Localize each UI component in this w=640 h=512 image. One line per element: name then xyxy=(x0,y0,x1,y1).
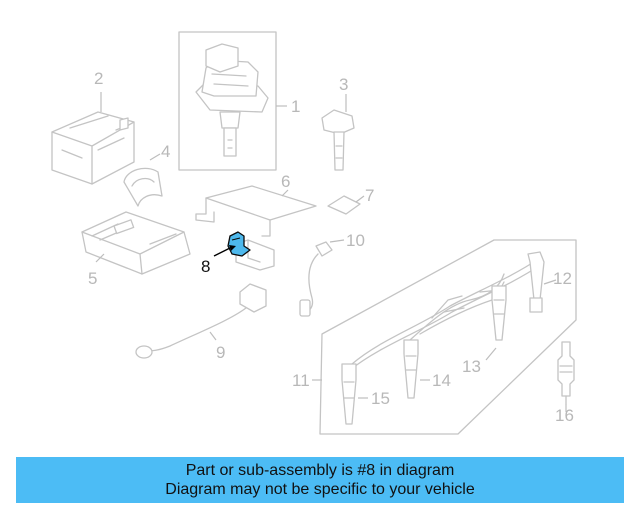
part-11-ignition-wire-set[interactable] xyxy=(319,239,577,435)
callout-13: 13 xyxy=(462,357,481,376)
callout-2: 2 xyxy=(94,69,103,88)
callout-9: 9 xyxy=(216,343,225,362)
part-6-mounting-bracket[interactable] xyxy=(195,185,317,271)
part-16-spark-plug[interactable] xyxy=(557,341,575,405)
parts-diagram: 1 2 3 4 5 6 7 xyxy=(51,31,577,435)
part-4-bracket[interactable] xyxy=(123,167,163,207)
part-10-sensor[interactable] xyxy=(299,241,333,317)
part-1-ignition-coil-assembly[interactable] xyxy=(178,31,277,171)
callout-6: 6 xyxy=(281,172,290,191)
part-9-sensor-harness[interactable] xyxy=(135,283,267,359)
callout-11: 11 xyxy=(292,371,310,390)
callout-7: 7 xyxy=(365,186,374,205)
callout-14: 14 xyxy=(432,371,451,390)
part-15-plug-boot[interactable] xyxy=(341,363,357,425)
part-14-plug-boot[interactable] xyxy=(403,339,419,399)
banner-line-1: Part or sub-assembly is #8 in diagram xyxy=(185,462,455,479)
part-2-ignition-module[interactable] xyxy=(51,111,135,185)
callout-5: 5 xyxy=(88,269,97,288)
callout-4: 4 xyxy=(161,142,170,161)
callout-3: 3 xyxy=(339,75,348,94)
callout-8: 8 xyxy=(201,257,210,276)
callout-10: 10 xyxy=(346,231,365,250)
part-5-control-module[interactable] xyxy=(81,211,191,275)
callout-16: 16 xyxy=(555,406,574,425)
part-7-plate[interactable] xyxy=(327,195,361,215)
callout-12: 12 xyxy=(553,269,572,288)
callout-1: 1 xyxy=(291,97,300,116)
part-3-coil-pack[interactable] xyxy=(321,109,355,171)
info-banner: Part or sub-assembly is #8 in diagram Di… xyxy=(16,457,624,503)
callout-15: 15 xyxy=(371,389,390,408)
part-13-plug-boot[interactable] xyxy=(491,285,507,341)
part-12-plug-boot[interactable] xyxy=(527,251,545,313)
banner-line-2: Diagram may not be specific to your vehi… xyxy=(165,481,475,498)
part-8-sensor-highlighted[interactable] xyxy=(227,231,251,257)
